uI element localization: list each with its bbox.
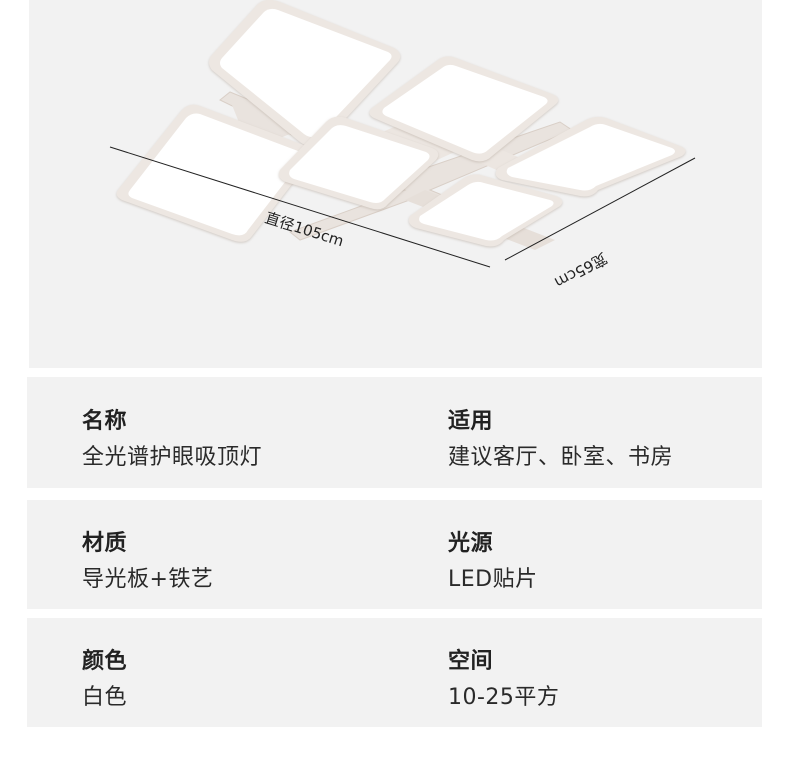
spec-color-value: 白色 [82, 685, 128, 710]
length-dimension-label: 直径105cm [263, 209, 346, 251]
spec-material-value: 导光板+铁艺 [82, 567, 214, 592]
light-panel-3 [369, 56, 559, 162]
light-panel-6 [408, 174, 563, 247]
light-panel-1 [209, 0, 401, 147]
spec-name-value: 全光谱护眼吸顶灯 [82, 445, 263, 470]
spec-color-label: 颜色 [82, 649, 128, 674]
spec-name-label: 名称 [82, 409, 128, 434]
spec-light-source-label: 光源 [448, 531, 494, 556]
spec-usage-label: 适用 [448, 409, 494, 434]
spec-light-source-value: LED贴片 [448, 567, 538, 592]
spec-material-label: 材质 [82, 531, 128, 556]
light-panel-5 [495, 116, 686, 197]
product-image-panel: 直径105cm 宽65cm [29, 0, 762, 368]
light-panel-4 [278, 116, 439, 210]
spec-space-value: 10-25平方 [448, 685, 560, 710]
ceiling-lamp-illustration: 直径105cm 宽65cm [109, 0, 696, 292]
spec-space-label: 空间 [448, 649, 494, 674]
spec-row-2: 材质 导光板+铁艺 光源 LED贴片 [27, 500, 762, 609]
spec-row-1: 名称 全光谱护眼吸顶灯 适用 建议客厅、卧室、书房 [27, 377, 762, 488]
width-dimension-label: 宽65cm [551, 249, 610, 292]
spec-row-3: 颜色 白色 空间 10-25平方 [27, 618, 762, 727]
light-panel-2 [116, 104, 314, 242]
spec-usage-value: 建议客厅、卧室、书房 [448, 445, 674, 470]
